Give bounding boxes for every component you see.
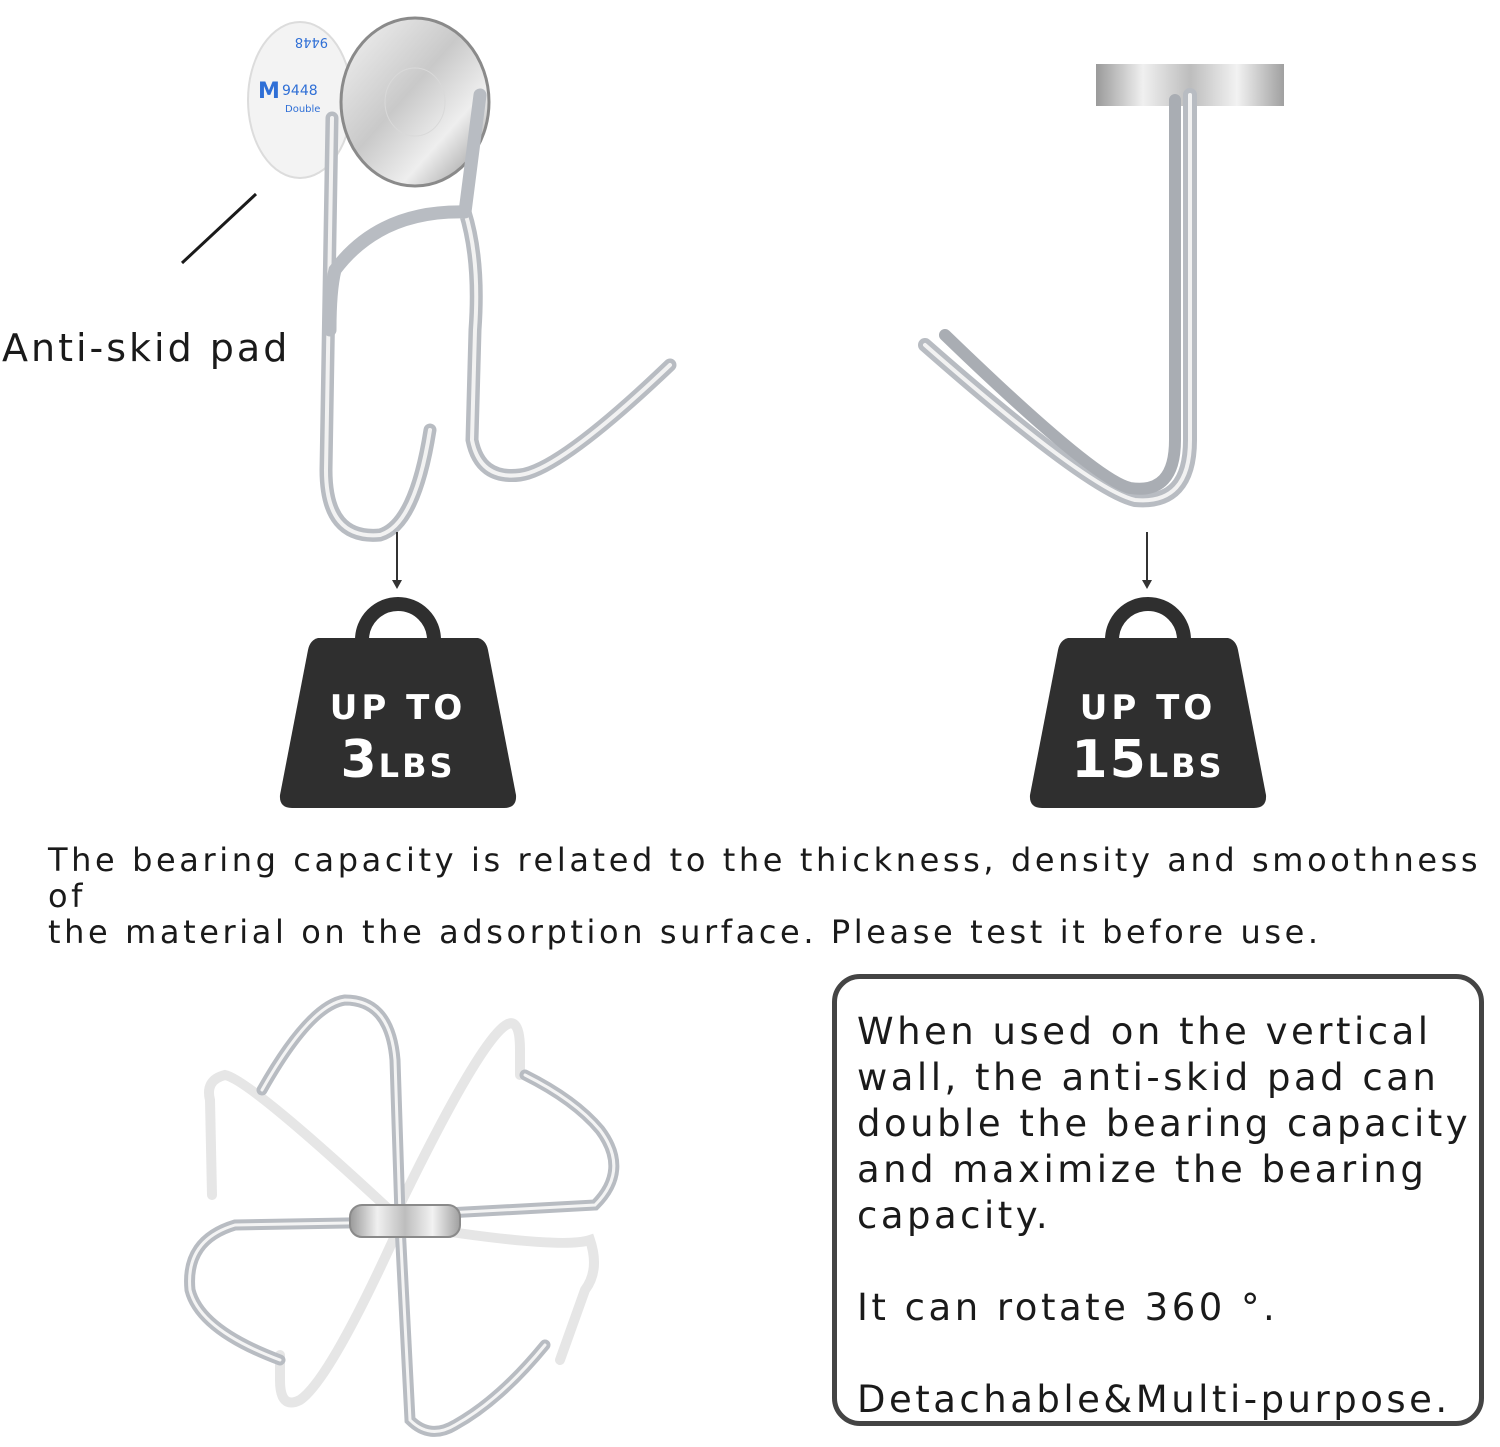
weight-prefix: UP TO [329,688,467,728]
weight-unit: LBS [378,747,456,785]
magnet-bar [349,1204,461,1238]
weight-label-3lbs: UP TO 3LBS [278,688,518,790]
weight-value: 15 [1071,730,1148,790]
double-hook-illustration: M 9448 Double 9448 [180,16,677,542]
info-line: wall, the anti-skid pad can [857,1056,1440,1099]
magnet-disc [339,16,491,188]
rotation-text: It can rotate 360 °. [857,1286,1279,1329]
tape-code-top-text: 9448 [295,34,328,49]
anti-skid-pad-label: Anti-skid pad [2,326,291,370]
capacity-note-line-1: The bearing capacity is related to the t… [48,841,1482,915]
weight-prefix: UP TO [1079,688,1217,728]
weight-label-15lbs: UP TO 15LBS [1028,688,1268,790]
info-line: double the bearing capacity [857,1102,1472,1145]
capacity-note: The bearing capacity is related to the t… [48,842,1498,950]
hook-wire-loop [323,205,677,483]
detachable-text: Detachable&Multi-purpose. [857,1378,1451,1421]
rotation-illustration [184,994,620,1437]
info-line: capacity. [857,1194,1052,1237]
info-line: and maximize the bearing [857,1148,1428,1191]
weight-value: 3 [340,730,379,790]
load-arrows [392,532,1152,589]
capacity-note-line-2: the material on the adsorption surface. … [48,913,1322,951]
tape-code-text: 9448 [282,83,318,99]
weight-unit: LBS [1147,747,1225,785]
weight-icon [1029,597,1267,808]
info-line: When used on the vertical [857,1010,1432,1053]
single-hook-illustration [918,64,1284,508]
tape-double-text: Double [285,104,320,115]
tape-logo-text: M [258,79,280,104]
feature-info-box: When used on the vertical wall, the anti… [832,974,1484,1426]
weight-icon [279,597,517,808]
pad-pointer-line [180,192,258,265]
